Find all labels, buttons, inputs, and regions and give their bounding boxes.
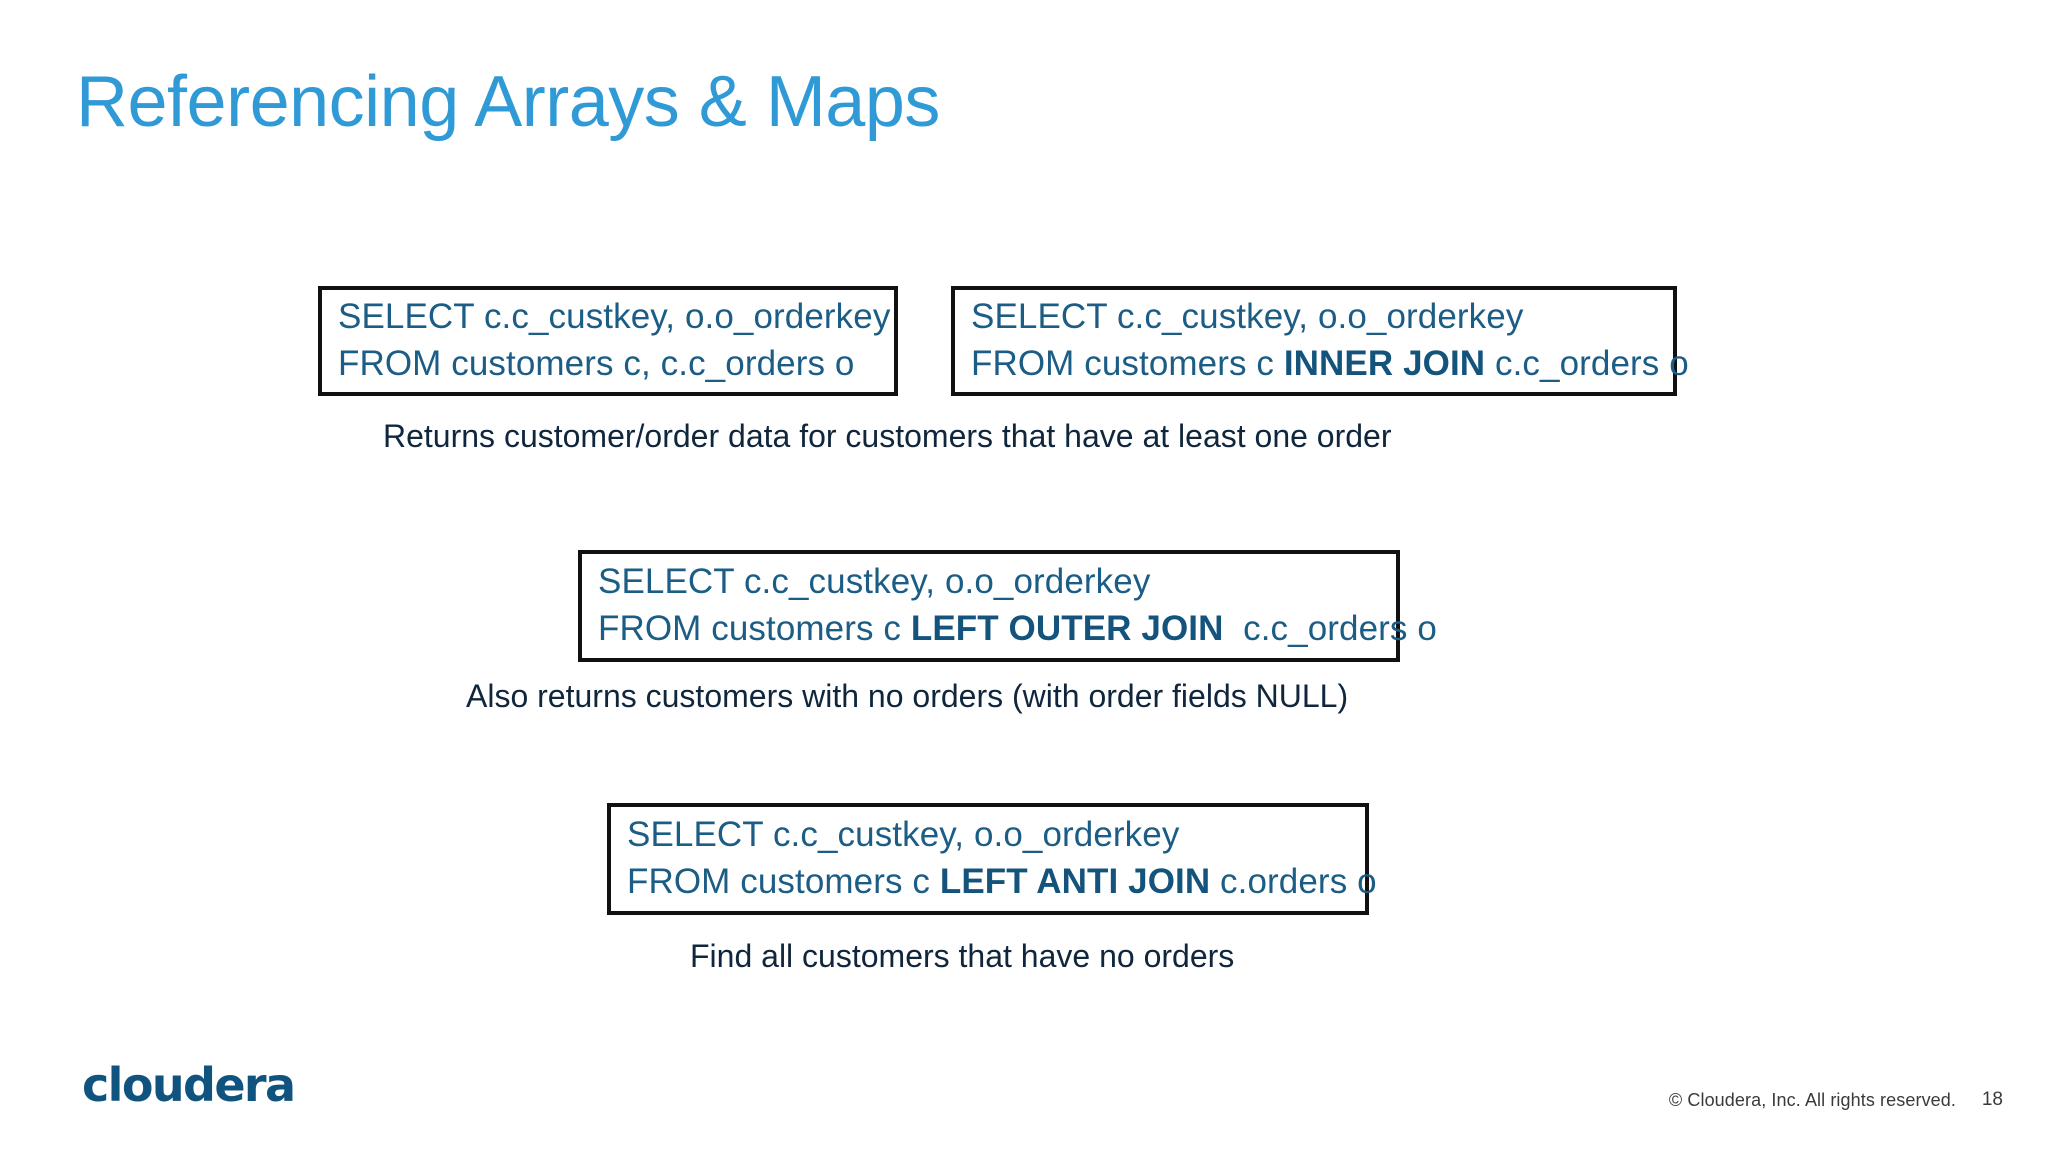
- code-line-from: FROM customers c INNER JOIN c.c_orders o: [971, 340, 1689, 387]
- caption-left-outer-join: Also returns customers with no orders (w…: [466, 678, 1349, 714]
- page-number: 18: [1981, 1089, 2003, 1110]
- code-line-select: SELECT c.c_custkey, o.o_orderkey: [338, 297, 891, 336]
- code-from-prefix: FROM customers c: [971, 344, 1284, 383]
- page-title: Referencing Arrays & Maps: [76, 62, 940, 142]
- code-from-prefix: FROM customers c: [627, 862, 940, 901]
- code-line-select: SELECT c.c_custkey, o.o_orderkey: [971, 297, 1524, 336]
- code-from-suffix: c.c_orders o: [1223, 609, 1437, 648]
- code-from-prefix: FROM customers c: [598, 609, 911, 648]
- code-line-from: FROM customers c LEFT OUTER JOIN c.c_ord…: [598, 605, 1437, 652]
- code-join-keyword: LEFT OUTER JOIN: [910, 609, 1224, 648]
- code-box-inner-join: SELECT c.c_custkey, o.o_orderkey FROM cu…: [951, 286, 1689, 396]
- code-from-prefix: FROM customers c, c.c_orders o: [338, 344, 855, 383]
- copyright-text: © Cloudera, Inc. All rights reserved.: [1668, 1090, 1956, 1110]
- code-join-keyword: LEFT ANTI JOIN: [939, 862, 1211, 901]
- code-line-select: SELECT c.c_custkey, o.o_orderkey: [598, 562, 1151, 601]
- code-box-left-anti-join: SELECT c.c_custkey, o.o_orderkey FROM cu…: [607, 803, 1377, 915]
- code-join-keyword: INNER JOIN: [1283, 344, 1486, 383]
- cloudera-logo: cloudera: [82, 1058, 296, 1112]
- code-line-select: SELECT c.c_custkey, o.o_orderkey: [627, 815, 1180, 854]
- code-box-left-outer-join: SELECT c.c_custkey, o.o_orderkey FROM cu…: [578, 550, 1437, 662]
- code-box-implicit-join: SELECT c.c_custkey, o.o_orderkey FROM cu…: [318, 286, 898, 396]
- code-from-suffix: c.orders o: [1210, 862, 1377, 901]
- code-line-from: FROM customers c LEFT ANTI JOIN c.orders…: [627, 858, 1377, 905]
- caption-left-anti-join: Find all customers that have no orders: [690, 938, 1235, 974]
- caption-inner-join: Returns customer/order data for customer…: [383, 418, 1392, 454]
- code-line-from: FROM customers c, c.c_orders o: [338, 340, 878, 387]
- code-from-suffix: c.c_orders o: [1485, 344, 1689, 383]
